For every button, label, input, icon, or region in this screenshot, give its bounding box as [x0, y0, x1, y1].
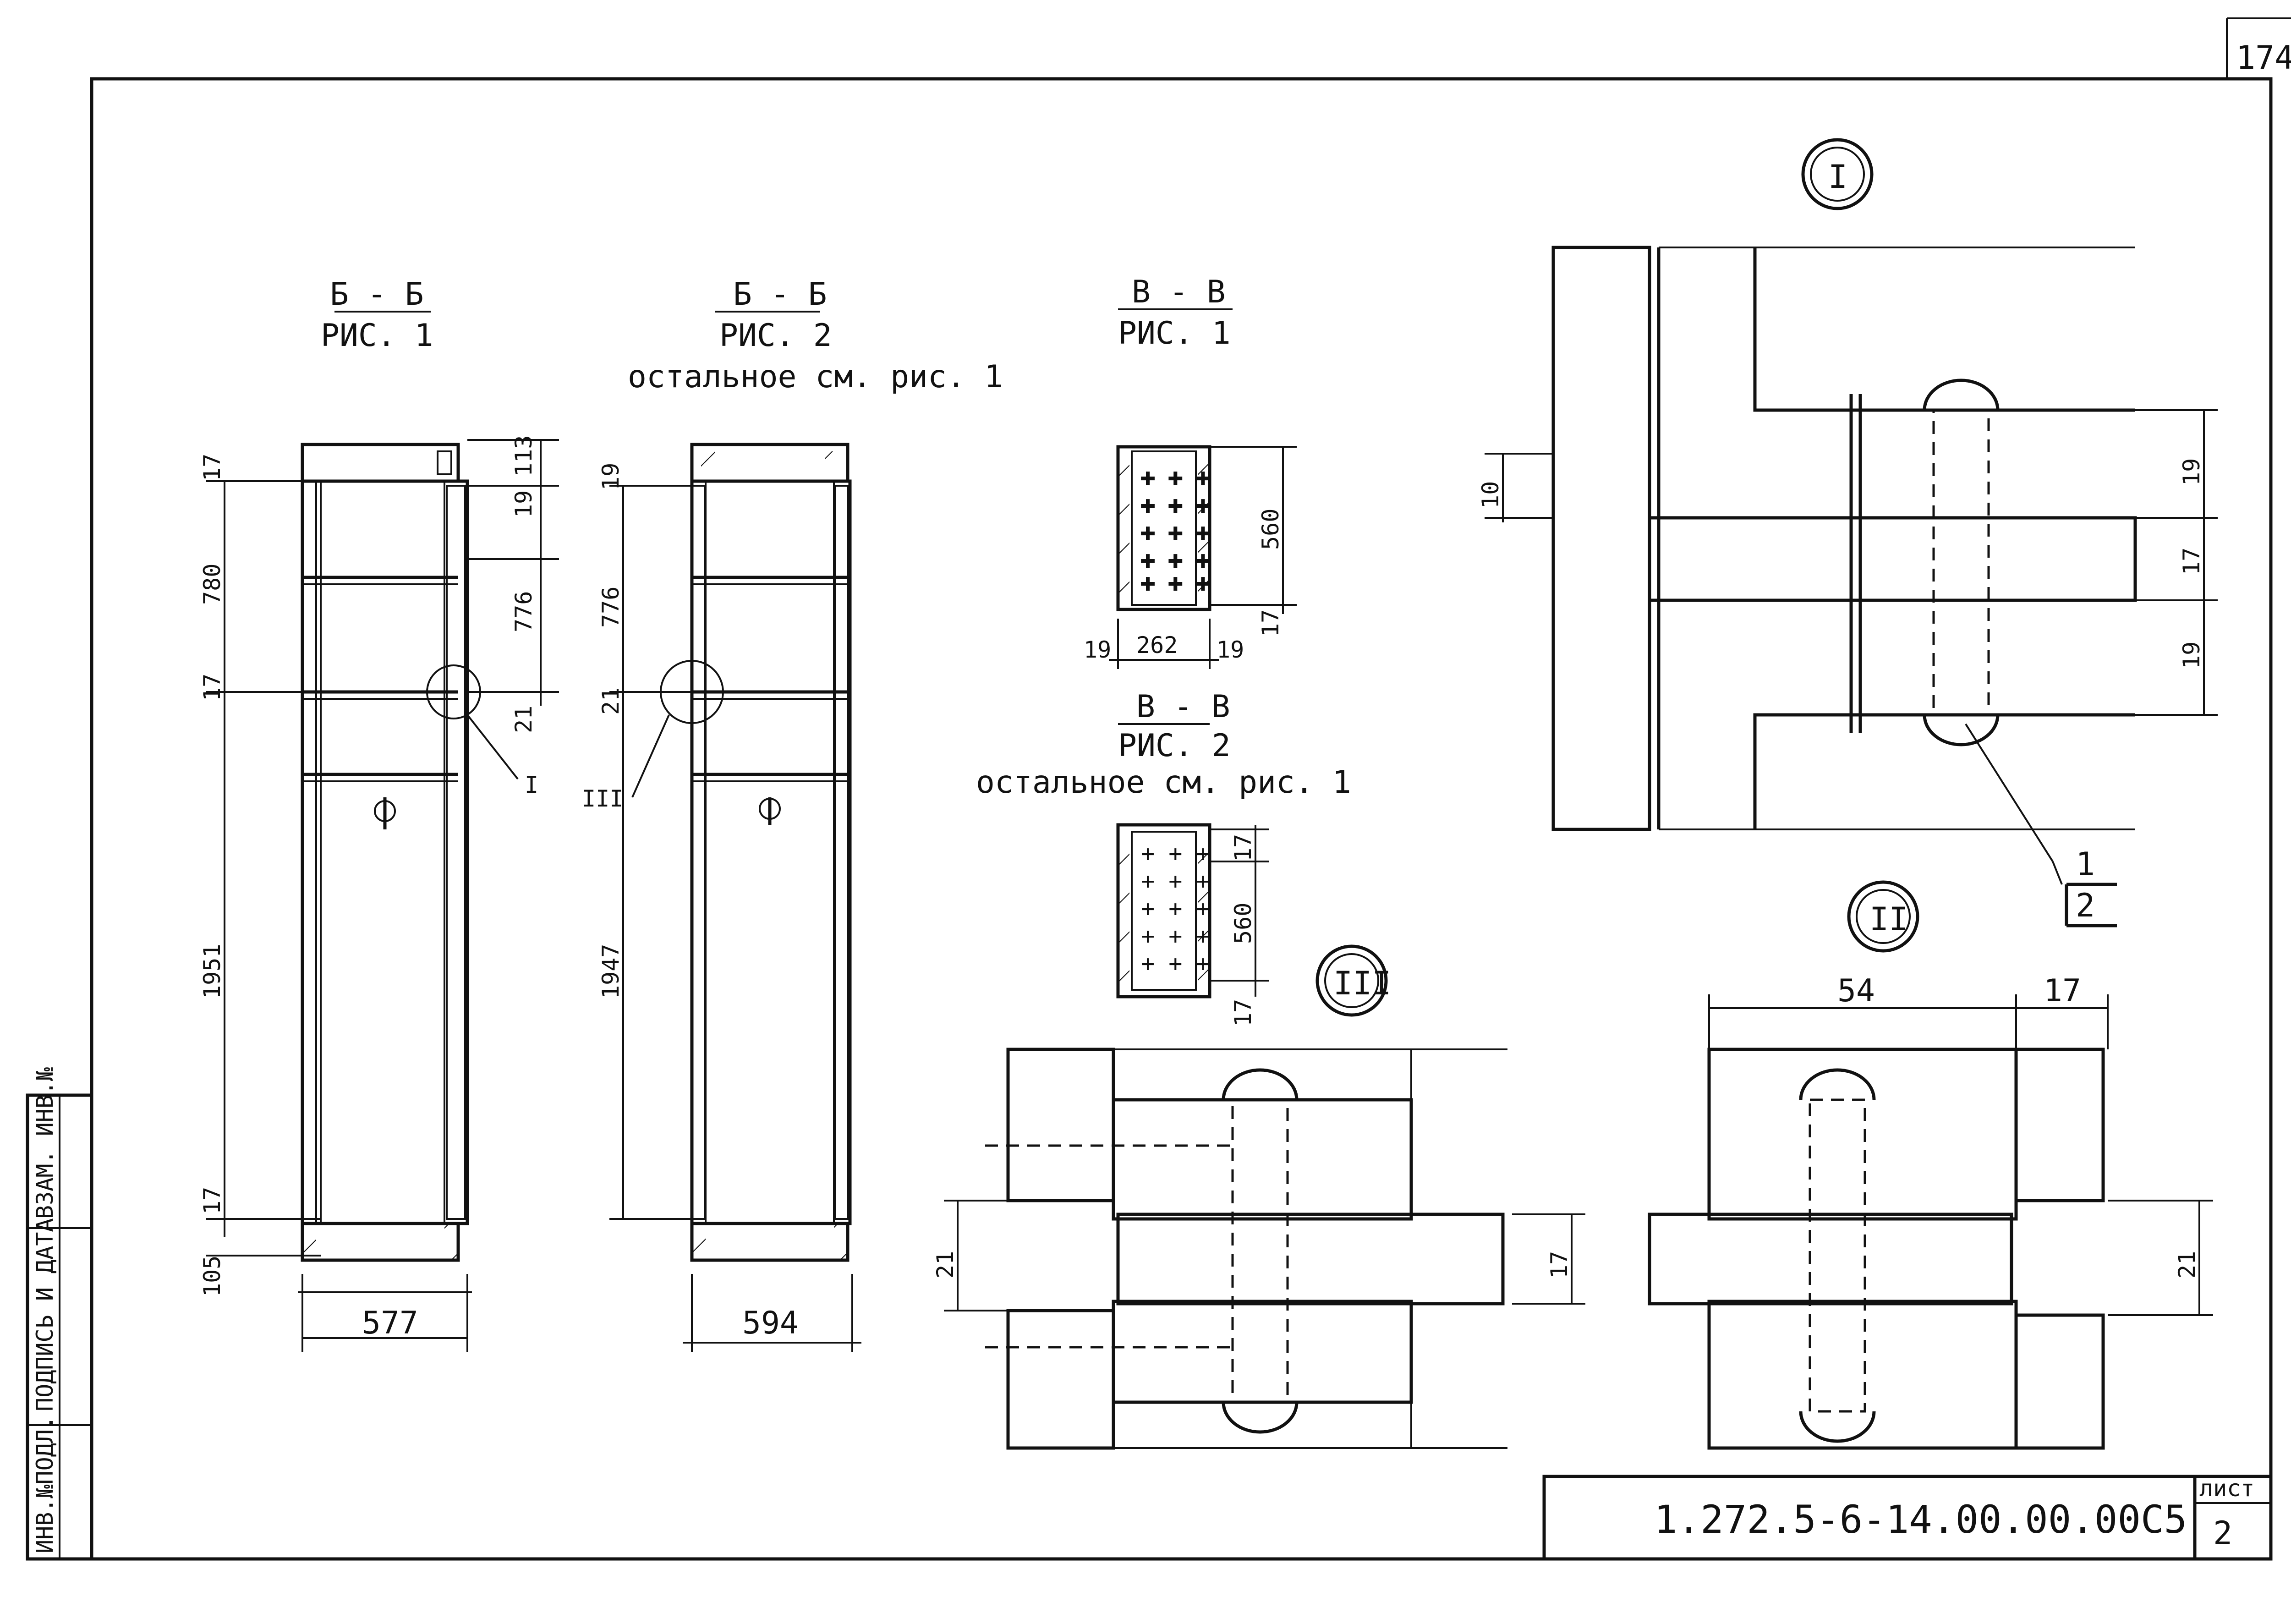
detail-III [944, 944, 1585, 1450]
title-block [1542, 1475, 2273, 1561]
dim-vv1-19b: 19 [1217, 636, 1244, 663]
svg-text:+ + +: + + + [1141, 492, 1210, 519]
callout-III-bb2: III [582, 785, 623, 812]
view-bb1-title: Б - Б [330, 276, 424, 313]
detail-II-label: II [1869, 900, 1908, 938]
svg-text:+ + +: + + + [1141, 923, 1210, 949]
view-vv2-title: В - В [1136, 689, 1230, 725]
view-vv1-subtitle: РИС. 1 [1118, 315, 1231, 351]
detail-III-label: III [1333, 965, 1391, 1002]
dim-det1-19a: 19 [2178, 458, 2205, 486]
svg-text:+ + +: + + + [1141, 895, 1210, 922]
dim-bb1-17b: 17 [199, 674, 225, 701]
dim-bb1-width: 577 [362, 1305, 418, 1341]
dim-bb1-19: 19 [510, 490, 537, 518]
dim-bb1-17a: 17 [199, 454, 225, 481]
dim-bb2-width: 594 [742, 1305, 799, 1341]
detail-II [1648, 880, 2213, 1450]
view-vv1-title: В - В [1132, 274, 1226, 310]
dim-bb1-776: 776 [510, 591, 537, 632]
view-bb1 [206, 439, 559, 1352]
dim-vv1-19a: 19 [1084, 636, 1111, 663]
plus-pattern: + + + + + + + + + + + + + + + [1140, 464, 1211, 598]
view-vv2-note: остальное см. рис. 1 [976, 764, 1351, 801]
svg-text:+ + +: + + + [1141, 950, 1210, 977]
detail-I-label: I [1828, 158, 1847, 196]
svg-text:+ + +: + + + [1141, 868, 1210, 894]
dim-vv1-17: 17 [1257, 609, 1284, 637]
dim-det3-21: 21 [932, 1251, 959, 1278]
view-bb1-subtitle: РИС. 1 [321, 318, 433, 354]
stamp-inv-podl: ИНВ.№ПОДЛ. [32, 1416, 58, 1553]
dim-det1-10: 10 [1477, 481, 1504, 509]
svg-text:+ + +: + + + [1141, 547, 1210, 574]
dim-det3-17: 17 [1546, 1251, 1573, 1278]
dim-det1-17: 17 [2178, 548, 2205, 575]
view-bb2 [609, 443, 861, 1352]
svg-text:+ + +: + + + [1141, 840, 1210, 867]
dim-det1-19b: 19 [2178, 642, 2205, 669]
dim-bb2-776: 776 [597, 587, 624, 628]
detail-I [1485, 138, 2218, 927]
sheet-frame [90, 77, 2273, 1561]
sheet-number: 2 [2213, 1514, 2232, 1552]
dim-bb2-21: 21 [597, 687, 624, 715]
dim-vv1-560: 560 [1257, 509, 1284, 550]
dim-bb1-105: 105 [199, 1256, 225, 1297]
view-bb2-subtitle: РИС. 2 [719, 318, 832, 354]
dim-bb2-19: 19 [597, 463, 624, 490]
dim-bb1-21: 21 [510, 706, 537, 733]
view-bb2-note: остальное см. рис. 1 [628, 359, 1003, 395]
drawing-designation: 1.272.5-6-14.00.00.00С5 [1654, 1497, 2187, 1542]
ref-denominator: 2 [2076, 887, 2095, 924]
dim-bb1-780: 780 [199, 564, 225, 605]
dim-vv1-262: 262 [1136, 632, 1178, 658]
dim-det2-21: 21 [2174, 1251, 2200, 1278]
ref-numerator: 1 [2076, 845, 2095, 883]
view-vv1: + + + + + + + + + + + + + + + [1109, 445, 1297, 669]
page-number: 174 [2236, 39, 2291, 77]
dim-det2-17: 17 [2044, 973, 2081, 1009]
dim-bb1-113: 113 [510, 435, 537, 477]
view-bb2-title: Б - Б [733, 276, 827, 313]
svg-text:+ + +: + + + [1141, 570, 1210, 597]
dim-bb2-1947: 1947 [597, 944, 624, 999]
stamp-vzam-inv: ВЗАМ. ИНВ.№ [32, 1067, 58, 1219]
svg-text:+ + +: + + + [1141, 520, 1210, 546]
dim-vv2-560: 560 [1230, 903, 1256, 944]
callout-I-bb1: I [525, 772, 538, 798]
stamp-signature-date: ПОДПИСЬ И ДАТА [32, 1218, 58, 1411]
view-vv2-subtitle: РИС. 2 [1118, 728, 1231, 764]
dim-vv2-17a: 17 [1230, 834, 1256, 861]
dim-bb1-1951: 1951 [199, 944, 225, 999]
sheet-label: лист [2199, 1475, 2254, 1502]
svg-text:+ + +: + + + [1141, 465, 1210, 491]
dim-bb1-17c: 17 [199, 1187, 225, 1214]
view-vv2: + + + + + + + + + + + + + + + [1116, 823, 1269, 999]
dim-vv2-17b: 17 [1230, 999, 1256, 1026]
side-stamp [26, 1093, 93, 1561]
dim-det2-54: 54 [1837, 973, 1875, 1009]
